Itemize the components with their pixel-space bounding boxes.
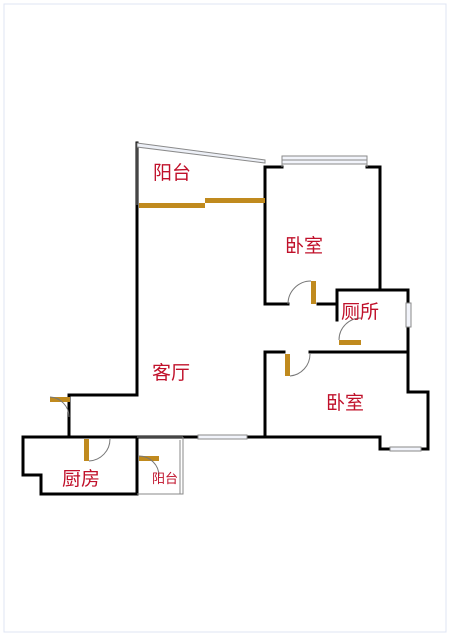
small-balcony-door-swing — [138, 455, 160, 477]
kitchen-door — [84, 439, 89, 461]
bedroom-1-door — [311, 281, 316, 304]
toilet-door — [339, 340, 361, 345]
bedroom-2-bottom-wall — [263, 435, 392, 451]
bedroom-1-label: 卧室 — [285, 235, 323, 257]
bedroom-1-right-wall — [365, 165, 382, 292]
walls — [21, 141, 430, 496]
toilet-label: 厕所 — [341, 301, 379, 323]
bedroom-1-left-wall — [263, 165, 290, 306]
entrance-door-swing — [49, 396, 70, 418]
entrance-door — [50, 397, 70, 402]
toilet-window — [405, 302, 412, 328]
bedroom-2-label: 卧室 — [326, 392, 364, 414]
small-balcony-railing — [137, 437, 184, 495]
frame-border — [3, 3, 447, 633]
balcony-small-label: 阳台 — [152, 472, 178, 487]
kitchen-outer-wall — [21, 435, 139, 496]
living-room-label: 客厅 — [152, 362, 190, 384]
balcony-door-left — [139, 203, 205, 208]
balcony-door-right — [205, 198, 265, 203]
toilet-door-swing — [338, 317, 362, 341]
balcony-top-label: 阳台 — [153, 162, 191, 184]
bedroom-2-left-wall — [263, 350, 286, 439]
doors — [49, 198, 362, 477]
living-room-window — [197, 434, 248, 440]
windows — [136, 142, 422, 495]
bedroom-2-door — [285, 354, 290, 376]
balcony-railing — [136, 142, 266, 164]
kitchen-door-swing — [88, 438, 111, 462]
kitchen-label: 厨房 — [62, 468, 100, 490]
bedroom-2-top-right-wall — [308, 350, 430, 451]
room-labels: 阳台 卧室 厕所 客厅 卧室 厨房 阳台 — [62, 162, 379, 490]
toilet-outer-wall — [335, 288, 410, 354]
bedroom-2-window — [389, 446, 422, 452]
bedroom-2-door-swing — [289, 353, 311, 377]
living-room-left-wall — [67, 141, 139, 439]
bedroom-1-door-swing — [287, 280, 312, 305]
